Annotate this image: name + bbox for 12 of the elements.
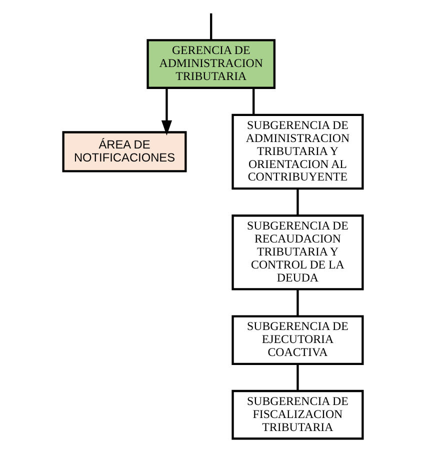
node-box: GERENCIA DE ADMINISTRACION TRIBUTARIA	[146, 39, 276, 89]
node-box: SUBGERENCIA DE RECAUDACION TRIBUTARIA Y CONTROL DE LA DEUDA	[231, 214, 364, 290]
connector	[296, 188, 298, 216]
connector	[296, 364, 298, 391]
connector	[296, 290, 298, 316]
arrow	[160, 88, 172, 136]
connector	[252, 88, 254, 115]
node-box: SUBGERENCIA DE ADMINISTRACION TRIBUTARIA Y ORIENTACION AL CONTRIBUYENTE	[231, 114, 364, 190]
node-box: SUBGERENCIA DE FISCALIZACION TRIBUTARIA	[231, 390, 364, 440]
connector	[210, 13, 212, 40]
node-box: ÁREA DE NOTIFICACIONES	[62, 131, 186, 172]
node-box: SUBGERENCIA DE EJECUTORIA COACTIVA	[231, 315, 364, 365]
